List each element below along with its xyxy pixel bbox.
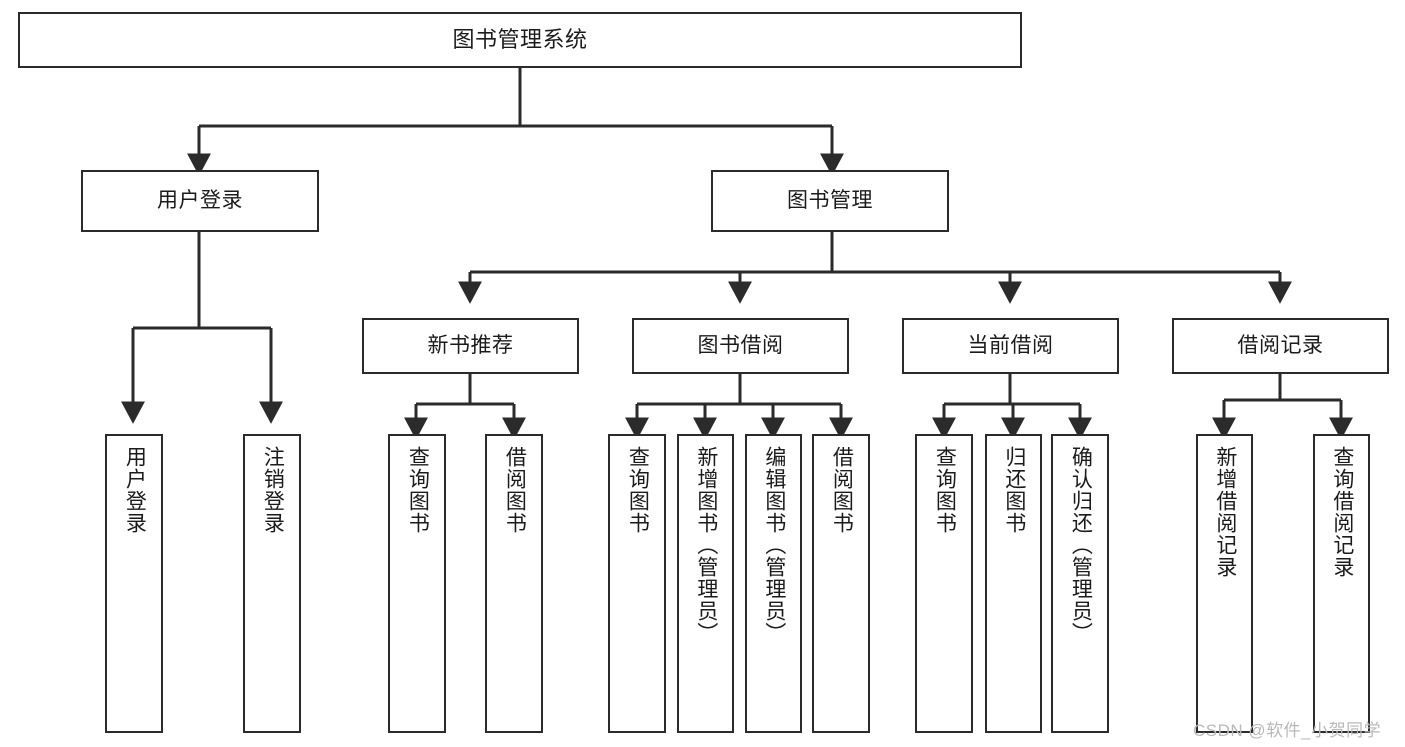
node-label: 借阅图书 — [503, 446, 527, 534]
node-leaf-add-record[interactable]: 新增借阅记录 — [1196, 434, 1253, 733]
node-leaf-return-book[interactable]: 归还图书 — [985, 434, 1042, 733]
node-leaf-user-login[interactable]: 用户登录 — [105, 434, 163, 733]
watermark-text: CSDN @软件_小贺同学 — [1193, 721, 1382, 740]
node-label: 图书借阅 — [697, 334, 784, 358]
node-label: 确认归还（管理员） — [1069, 446, 1093, 644]
node-leaf-query-record[interactable]: 查询借阅记录 — [1313, 434, 1370, 733]
node-leaf-query-book-3[interactable]: 查询图书 — [915, 434, 973, 733]
node-user-login[interactable]: 用户登录 — [81, 170, 319, 232]
node-label: 查询借阅记录 — [1330, 446, 1354, 578]
node-book-borrow[interactable]: 图书借阅 — [632, 318, 849, 374]
node-leaf-query-book-2[interactable]: 查询图书 — [608, 434, 666, 733]
node-label: 查询图书 — [626, 446, 650, 534]
node-label: 用户登录 — [157, 189, 243, 213]
node-label: 借阅记录 — [1237, 334, 1324, 358]
node-label: 图书管理 — [787, 189, 873, 213]
node-label: 注销登录 — [261, 446, 285, 534]
node-label: 用户登录 — [123, 446, 147, 534]
node-leaf-add-book[interactable]: 新增图书（管理员） — [677, 434, 734, 733]
node-borrow-record[interactable]: 借阅记录 — [1172, 318, 1389, 374]
node-leaf-borrow-book-2[interactable]: 借阅图书 — [812, 434, 870, 733]
node-label: 图书管理系统 — [452, 26, 588, 52]
node-label: 新增图书（管理员） — [694, 446, 718, 644]
node-label: 新增借阅记录 — [1213, 446, 1237, 578]
node-leaf-confirm-return[interactable]: 确认归还（管理员） — [1051, 434, 1109, 733]
node-root-system[interactable]: 图书管理系统 — [18, 12, 1022, 68]
node-label: 当前借阅 — [967, 334, 1054, 358]
node-current-borrow[interactable]: 当前借阅 — [902, 318, 1119, 374]
node-leaf-user-logout[interactable]: 注销登录 — [243, 434, 301, 733]
node-label: 查询图书 — [933, 446, 957, 534]
node-label: 编辑图书（管理员） — [762, 446, 786, 644]
node-new-book-recommend[interactable]: 新书推荐 — [362, 318, 579, 374]
node-label: 新书推荐 — [427, 334, 514, 358]
node-label: 查询图书 — [406, 446, 430, 534]
node-book-management[interactable]: 图书管理 — [711, 170, 949, 232]
node-leaf-borrow-book-1[interactable]: 借阅图书 — [485, 434, 543, 733]
node-leaf-edit-book[interactable]: 编辑图书（管理员） — [745, 434, 802, 733]
node-label: 归还图书 — [1002, 446, 1026, 534]
node-label: 借阅图书 — [830, 446, 854, 534]
node-leaf-query-book-1[interactable]: 查询图书 — [388, 434, 446, 733]
